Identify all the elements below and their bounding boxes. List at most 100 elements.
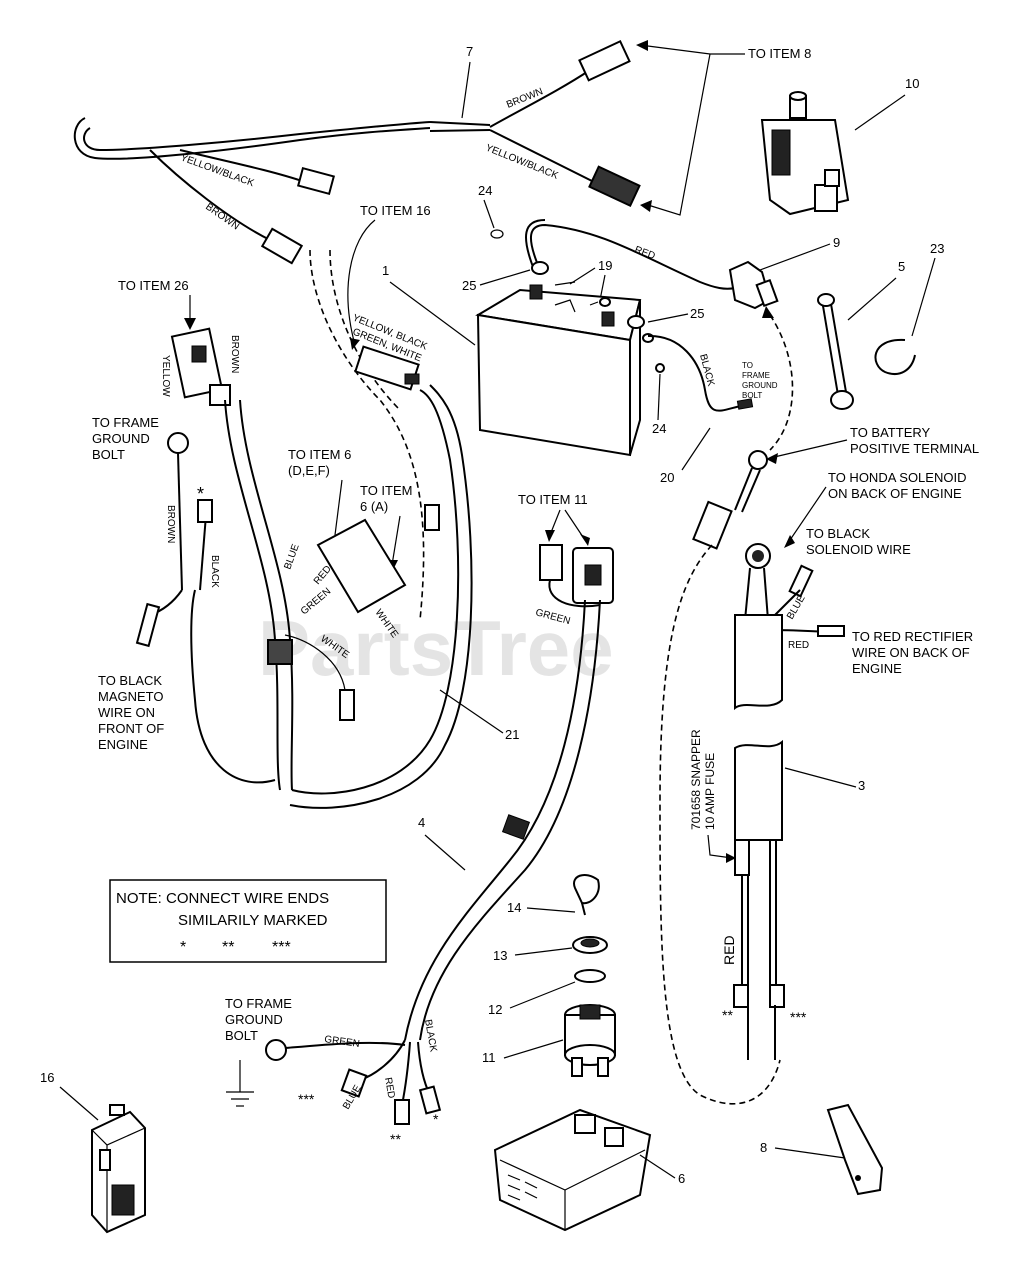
callout-to-battery-positive: TO BATTERY POSITIVE TERMINAL [850,425,979,456]
svg-text:TO HONDA SOLENOID: TO HONDA SOLENOID [828,470,966,485]
note-mark-3: *** [272,939,291,956]
item-7-harness [73,39,641,265]
item-4-harness [404,599,601,1041]
item-16-relay [91,1104,146,1234]
svg-text:(D,E,F): (D,E,F) [288,463,330,478]
item-number-21: 21 [505,727,519,742]
wire-label-brown-left: BROWN [203,201,241,232]
svg-text:ENGINE: ENGINE [852,661,902,676]
item-number-7: 7 [466,44,473,59]
svg-text:TO BLACK: TO BLACK [98,673,162,688]
note-mark-2: ** [222,939,234,956]
marker-double-item4: ** [390,1131,401,1147]
item-number-5: 5 [898,259,905,274]
item-10-switch [760,91,850,216]
callout-to-frame-ground-small: TO FRAME GROUND BOLT [742,361,778,400]
wire-label-red-item4: RED [382,1077,397,1100]
svg-text:ENGINE: ENGINE [98,737,148,752]
item-21-main-harness [190,249,473,809]
callout-to-item-16: TO ITEM 16 [360,203,431,218]
svg-text:FRAME: FRAME [742,371,770,380]
note-line-1: NOTE: CONNECT WIRE ENDS [116,890,329,907]
svg-text:TO BATTERY: TO BATTERY [850,425,931,440]
item-number-3: 3 [858,778,865,793]
marker-single-item4: * [433,1111,439,1127]
svg-text:TO: TO [742,361,753,370]
callout-to-honda-solenoid: TO HONDA SOLENOID ON BACK OF ENGINE [828,470,966,501]
svg-text:ON BACK OF ENGINE: ON BACK OF ENGINE [828,486,962,501]
item-number-24-bottom: 24 [652,421,666,436]
svg-text:TO RED RECTIFIER: TO RED RECTIFIER [852,629,973,644]
callout-to-black-magneto: TO BLACK MAGNETO WIRE ON FRONT OF ENGINE [98,673,164,752]
callout-to-item-6-a: TO ITEM 6 (A) [360,483,412,514]
item-number-9: 9 [833,235,840,250]
svg-text:BOLT: BOLT [225,1028,258,1043]
note-line-2: SIMILARILY MARKED [178,912,328,929]
item-number-16: 16 [40,1070,54,1085]
wire-label-blue-harness: BLUE [282,542,301,571]
callout-to-black-solenoid: TO BLACK SOLENOID WIRE [806,526,911,557]
item-number-11: 11 [482,1050,496,1065]
item-number-13: 13 [493,948,507,963]
callout-to-item-6-def: TO ITEM 6 (D,E,F) [288,447,351,478]
svg-text:BOLT: BOLT [742,391,762,400]
item-number-1: 1 [382,263,389,278]
marker-triple-right: *** [790,1009,807,1025]
callout-to-item-8: TO ITEM 8 [748,46,811,61]
wire-label-black-ground: BLACK [209,555,220,588]
wire-label-red-right: RED [788,640,809,651]
svg-text:POSITIVE TERMINAL: POSITIVE TERMINAL [850,441,979,456]
item-1-battery [475,284,642,457]
wire-label-red-fuse: RED [721,935,737,965]
callout-to-item-26: TO ITEM 26 [118,278,189,293]
item-number-14: 14 [507,900,521,915]
svg-text:TO ITEM 6: TO ITEM 6 [288,447,351,462]
item-11-ignition-switch [564,1004,616,1077]
item-number-23: 23 [930,241,944,256]
watermark: PartsTree [258,604,614,692]
svg-text:6 (A): 6 (A) [360,499,388,514]
marker-triple-item4: *** [298,1091,315,1107]
item-number-25-top: 25 [462,278,476,293]
svg-text:MAGNETO: MAGNETO [98,689,164,704]
ground-symbol [226,1060,254,1107]
wire-label-brown-connector: BROWN [229,335,240,373]
callout-to-frame-ground-bottom: TO FRAME GROUND BOLT [225,996,292,1043]
svg-text:TO FRAME: TO FRAME [92,415,159,430]
svg-text:BOLT: BOLT [92,447,125,462]
item-number-6: 6 [678,1171,685,1186]
item-8-bracket [826,1103,884,1196]
item-9-terminal-cap [728,260,779,310]
item-14-key [573,873,600,916]
callout-fuse-label: 701658 SNAPPER 10 AMP FUSE [689,729,717,830]
wire-label-green-ground: GREEN [324,1034,361,1050]
item-5-bolt [817,293,854,410]
wire-label-black-item4: BLACK [422,1019,439,1054]
callout-to-frame-ground-left: TO FRAME GROUND BOLT [92,415,159,462]
wire-label-yellow: YELLOW [160,355,171,397]
wire-label-red-battery: RED [633,244,657,262]
wire-label-brown-ground: BROWN [165,505,176,543]
item-number-25-right: 25 [690,306,704,321]
item-number-12: 12 [488,1002,502,1017]
item-number-4: 4 [418,815,425,830]
svg-text:TO BLACK: TO BLACK [806,526,870,541]
item-number-24-top: 24 [478,183,492,198]
marker-single-left: * [197,484,204,504]
callout-to-item-11: TO ITEM 11 [518,492,588,507]
svg-text:TO ITEM: TO ITEM [360,483,412,498]
svg-text:GROUND: GROUND [92,431,150,446]
item-number-20: 20 [660,470,674,485]
svg-text:WIRE ON: WIRE ON [98,705,155,720]
svg-text:GROUND: GROUND [225,1012,283,1027]
svg-text:701658 SNAPPER: 701658 SNAPPER [689,729,703,830]
note-mark-1: * [180,939,186,956]
item-number-10: 10 [905,76,919,91]
item-number-8: 8 [760,1140,767,1155]
wire-label-yellow-black-top: YELLOW/BLACK [484,143,560,182]
svg-text:10 AMP FUSE: 10 AMP FUSE [703,753,717,830]
marker-double-right: ** [722,1007,733,1023]
svg-text:WIRE ON BACK OF: WIRE ON BACK OF [852,645,970,660]
callout-to-red-rectifier: TO RED RECTIFIER WIRE ON BACK OF ENGINE [852,629,973,676]
